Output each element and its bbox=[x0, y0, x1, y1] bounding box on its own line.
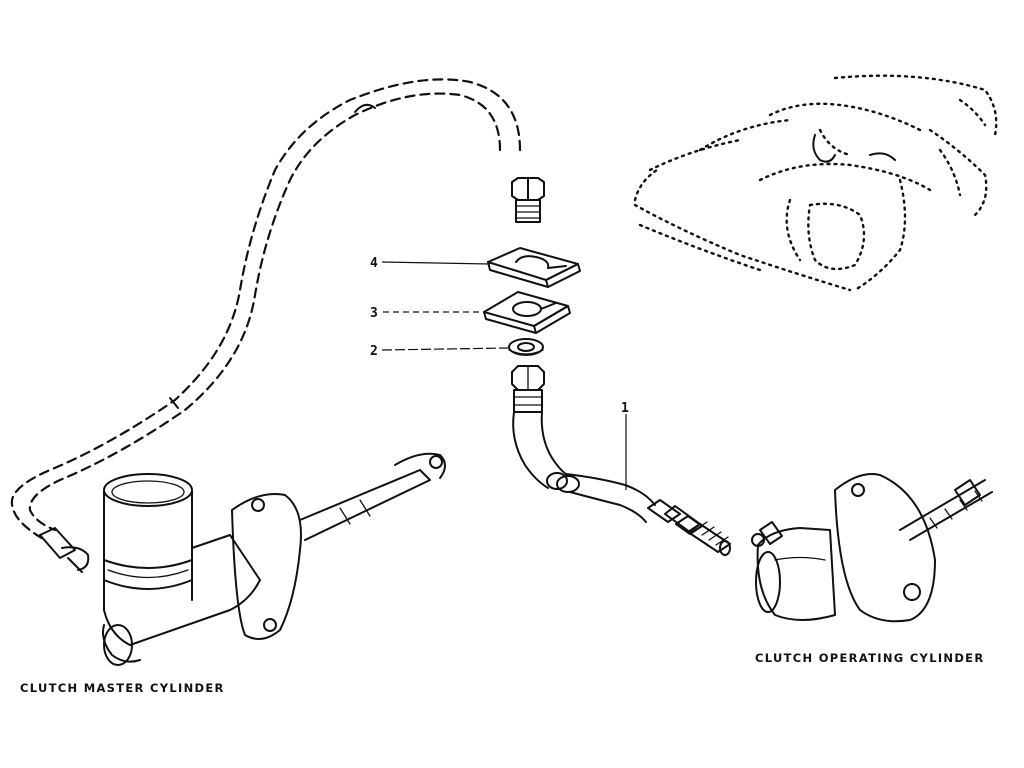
pipe-flare-nut bbox=[511, 177, 545, 223]
clutch-operating-cylinder-drawing bbox=[751, 473, 993, 623]
callout-3: 3 bbox=[370, 306, 378, 321]
clutch-pipe-dashed bbox=[10, 78, 522, 542]
callout-1: 1 bbox=[621, 401, 629, 416]
part-4-lock-plate bbox=[487, 247, 581, 288]
car-body-outline bbox=[633, 74, 998, 292]
part-2-washer bbox=[508, 338, 544, 356]
clutch-operating-cylinder-label: CLUTCH OPERATING CYLINDER bbox=[755, 651, 984, 665]
callout-2: 2 bbox=[370, 344, 378, 359]
part-1-clutch-hose bbox=[511, 365, 731, 556]
part-3-clip bbox=[483, 291, 571, 334]
clutch-master-cylinder-label: CLUTCH MASTER CYLINDER bbox=[20, 681, 225, 695]
callout-leaders bbox=[381, 261, 627, 490]
clutch-master-cylinder-drawing bbox=[39, 452, 446, 666]
callout-4: 4 bbox=[370, 256, 378, 271]
